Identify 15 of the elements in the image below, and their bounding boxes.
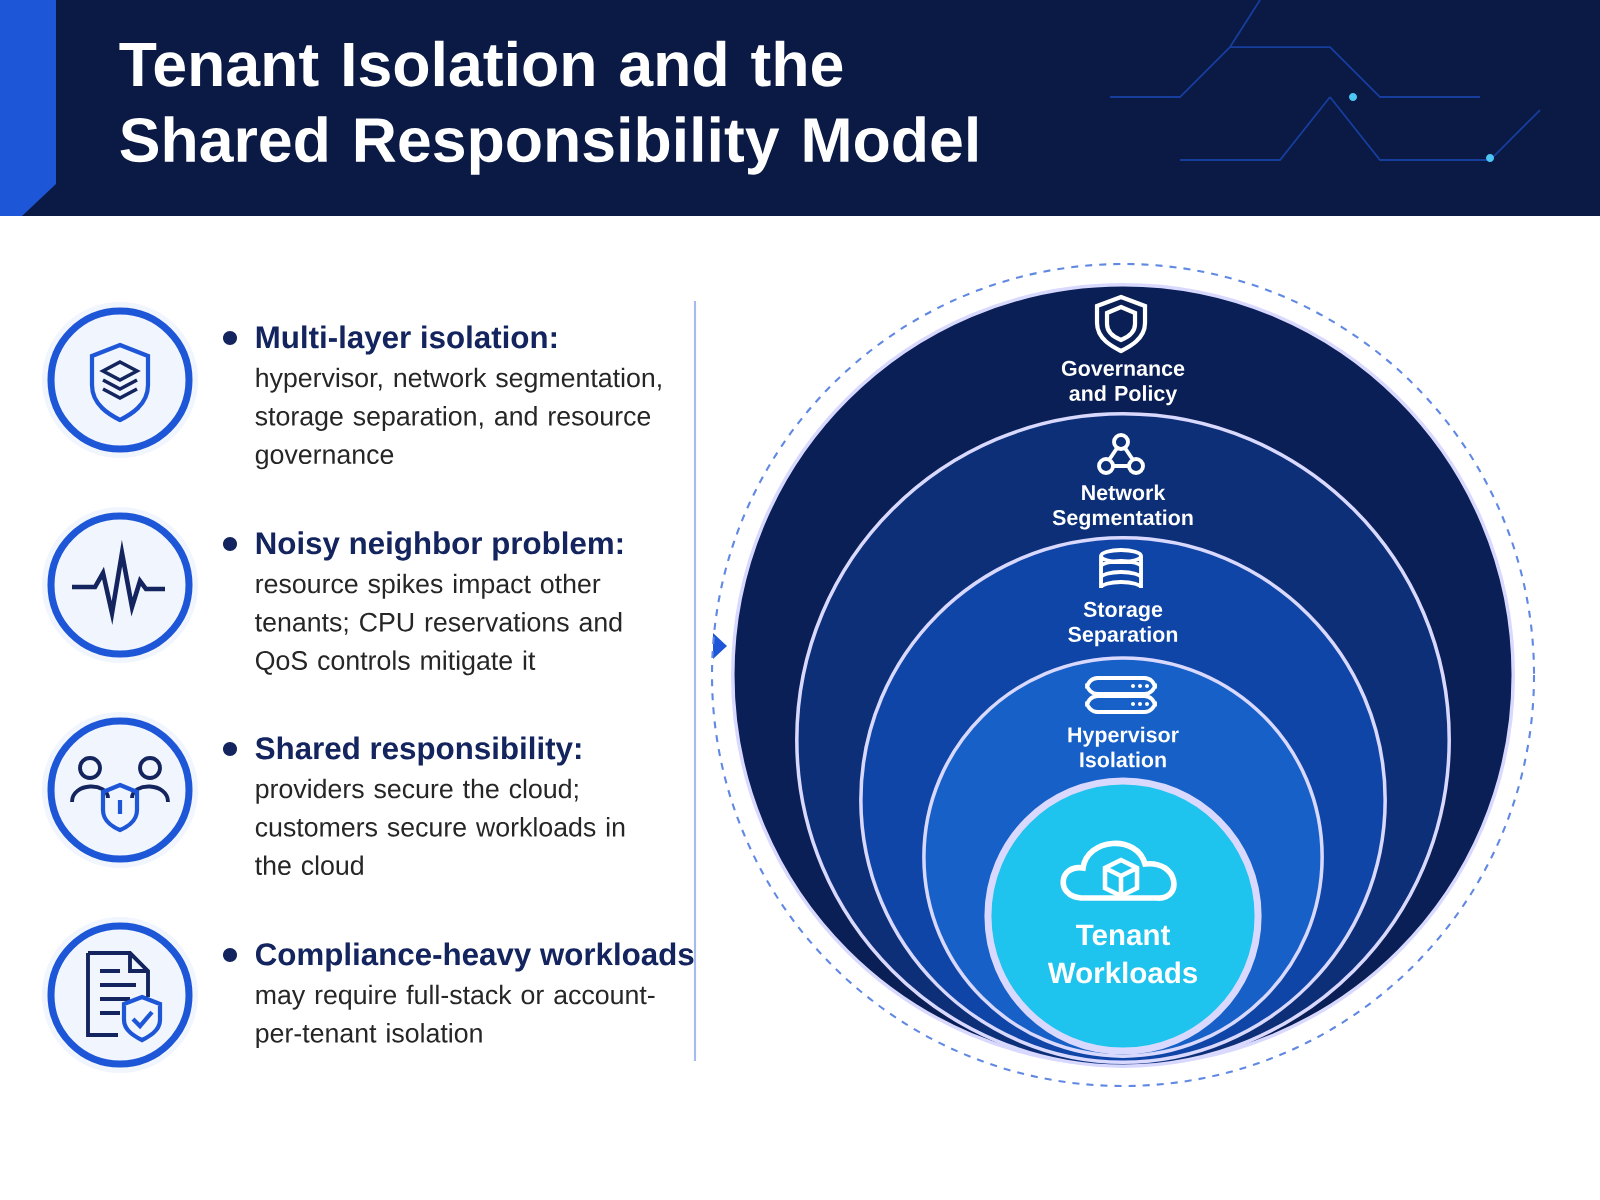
item-description: providers secure the cloud; customers secure workloads in the cloud [255, 778, 625, 875]
item-heading: Multi-layer isolation: [256, 325, 556, 355]
item-heading: Compliance-heavy workloads [255, 942, 694, 972]
item-description: hypervisor, network segmentation, storage separation, and resource governance [255, 367, 661, 470]
item-heading: Noisy neighbor problem: [256, 531, 623, 561]
layer-circle [984, 777, 1262, 1055]
layer-label: Network Segmentation [1052, 484, 1193, 530]
layer-label: Storage Separation [1068, 601, 1178, 647]
layer-label: Governance and Policy [1061, 360, 1185, 406]
item-description: may require full-stack or account-per-tenant isolation [256, 984, 655, 1048]
layer-label: Hypervisor Isolation [1068, 726, 1179, 768]
item-heading: Shared responsibility: [255, 736, 581, 766]
layer-label: Tenant Workloads [1047, 924, 1198, 984]
item-description: resource spikes impact other tenants; CPU reservations and QoS controls mitigate it [255, 573, 622, 676]
title: Tenant Isolation and the Shared Responsibility Model [119, 40, 977, 175]
